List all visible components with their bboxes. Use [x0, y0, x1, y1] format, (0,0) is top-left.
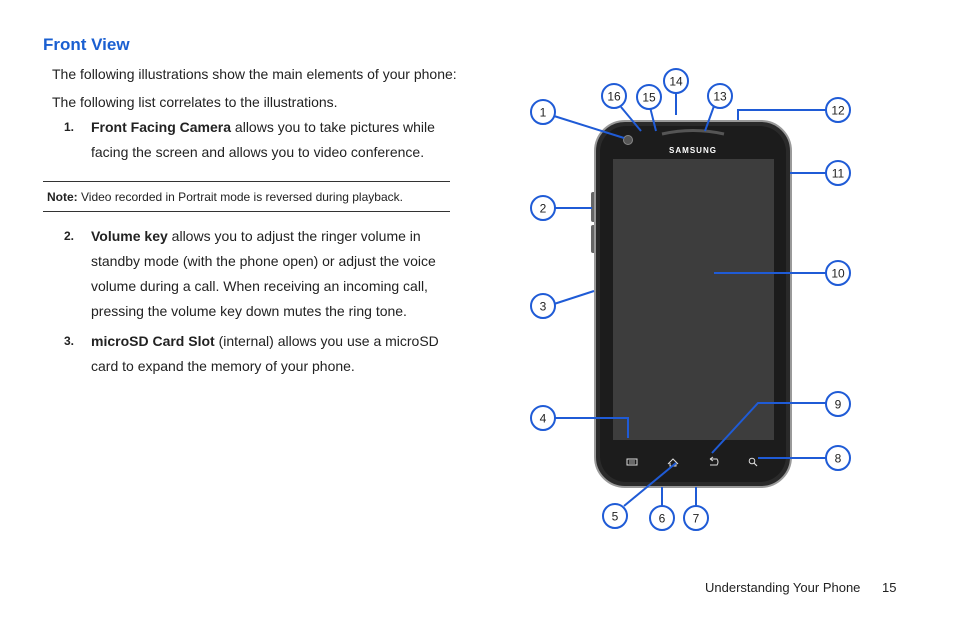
list-item-term: microSD Card Slot [91, 333, 215, 349]
list-item-front-camera: 1. Front Facing Camera allows you to tak… [64, 115, 454, 165]
callout-3: 3 [530, 293, 556, 319]
callout-label: 15 [642, 91, 656, 105]
callout-1: 1 [530, 99, 556, 125]
front-camera [623, 135, 633, 145]
intro-paragraph-2: The following list correlates to the ill… [52, 94, 338, 110]
callout-13: 13 [707, 83, 733, 109]
note-box: Note: Video recorded in Portrait mode is… [43, 181, 450, 212]
callout-6: 6 [649, 505, 675, 531]
earpiece-speaker [661, 129, 725, 136]
list-item-text: allows you to adjust the ringer volume i… [91, 228, 436, 319]
callout-9: 9 [825, 391, 851, 417]
page-heading: Front View [43, 35, 130, 54]
callout-8: 8 [825, 445, 851, 471]
list-item-term: Front Facing Camera [91, 119, 232, 135]
callout-7: 7 [683, 505, 709, 531]
callout-lines [553, 90, 828, 508]
callout-label: 4 [540, 412, 547, 426]
callout-label: 14 [669, 75, 683, 89]
callout-12: 12 [825, 97, 851, 123]
callout-label: 10 [831, 267, 845, 281]
list-item-text: allows you to take pictures while facing… [91, 119, 435, 160]
callout-label: 6 [659, 512, 666, 526]
note-text: Video recorded in Portrait mode is rever… [77, 190, 403, 204]
callout-10: 10 [825, 260, 851, 286]
callout-label: 13 [713, 90, 727, 104]
list-item-number: 3. [64, 334, 75, 348]
callout-label: 12 [831, 104, 845, 118]
callout-label: 7 [693, 512, 700, 526]
callout-11: 11 [825, 160, 851, 186]
callout-4: 4 [530, 405, 556, 431]
callout-label: 11 [832, 167, 845, 181]
menu-key-icon [626, 458, 638, 466]
callout-label: 5 [612, 510, 619, 524]
callout-label: 3 [540, 300, 547, 314]
list-item-number: 1. [64, 120, 75, 134]
note-label: Note: [47, 190, 78, 204]
callout-14: 14 [663, 68, 689, 94]
footer-page-number: 15 [882, 580, 897, 595]
callout-label: 2 [540, 202, 547, 216]
callout-label: 1 [540, 106, 547, 120]
phone-screen [613, 159, 774, 440]
list-item-number: 2. [64, 229, 75, 243]
callout-15: 15 [636, 84, 662, 110]
footer-section-title: Understanding Your Phone [705, 580, 861, 595]
phone-brand-logo: SAMSUNG [669, 146, 717, 155]
back-key-icon [709, 456, 719, 466]
callout-label: 16 [607, 90, 621, 104]
callout-label: 8 [835, 452, 842, 466]
intro-paragraph-1: The following illustrations show the mai… [52, 66, 457, 82]
callout-2: 2 [530, 195, 556, 221]
callout-5: 5 [602, 503, 628, 529]
search-key-icon [748, 457, 758, 467]
list-item-term: Volume key [91, 228, 168, 244]
list-item-volume-key: 2. Volume key allows you to adjust the r… [64, 224, 454, 324]
list-item-microsd-slot: 3. microSD Card Slot (internal) allows y… [64, 329, 454, 379]
callout-label: 9 [835, 398, 842, 412]
callout-16: 16 [601, 83, 627, 109]
list-item-text: (internal) allows you use a microSD card… [91, 333, 439, 374]
